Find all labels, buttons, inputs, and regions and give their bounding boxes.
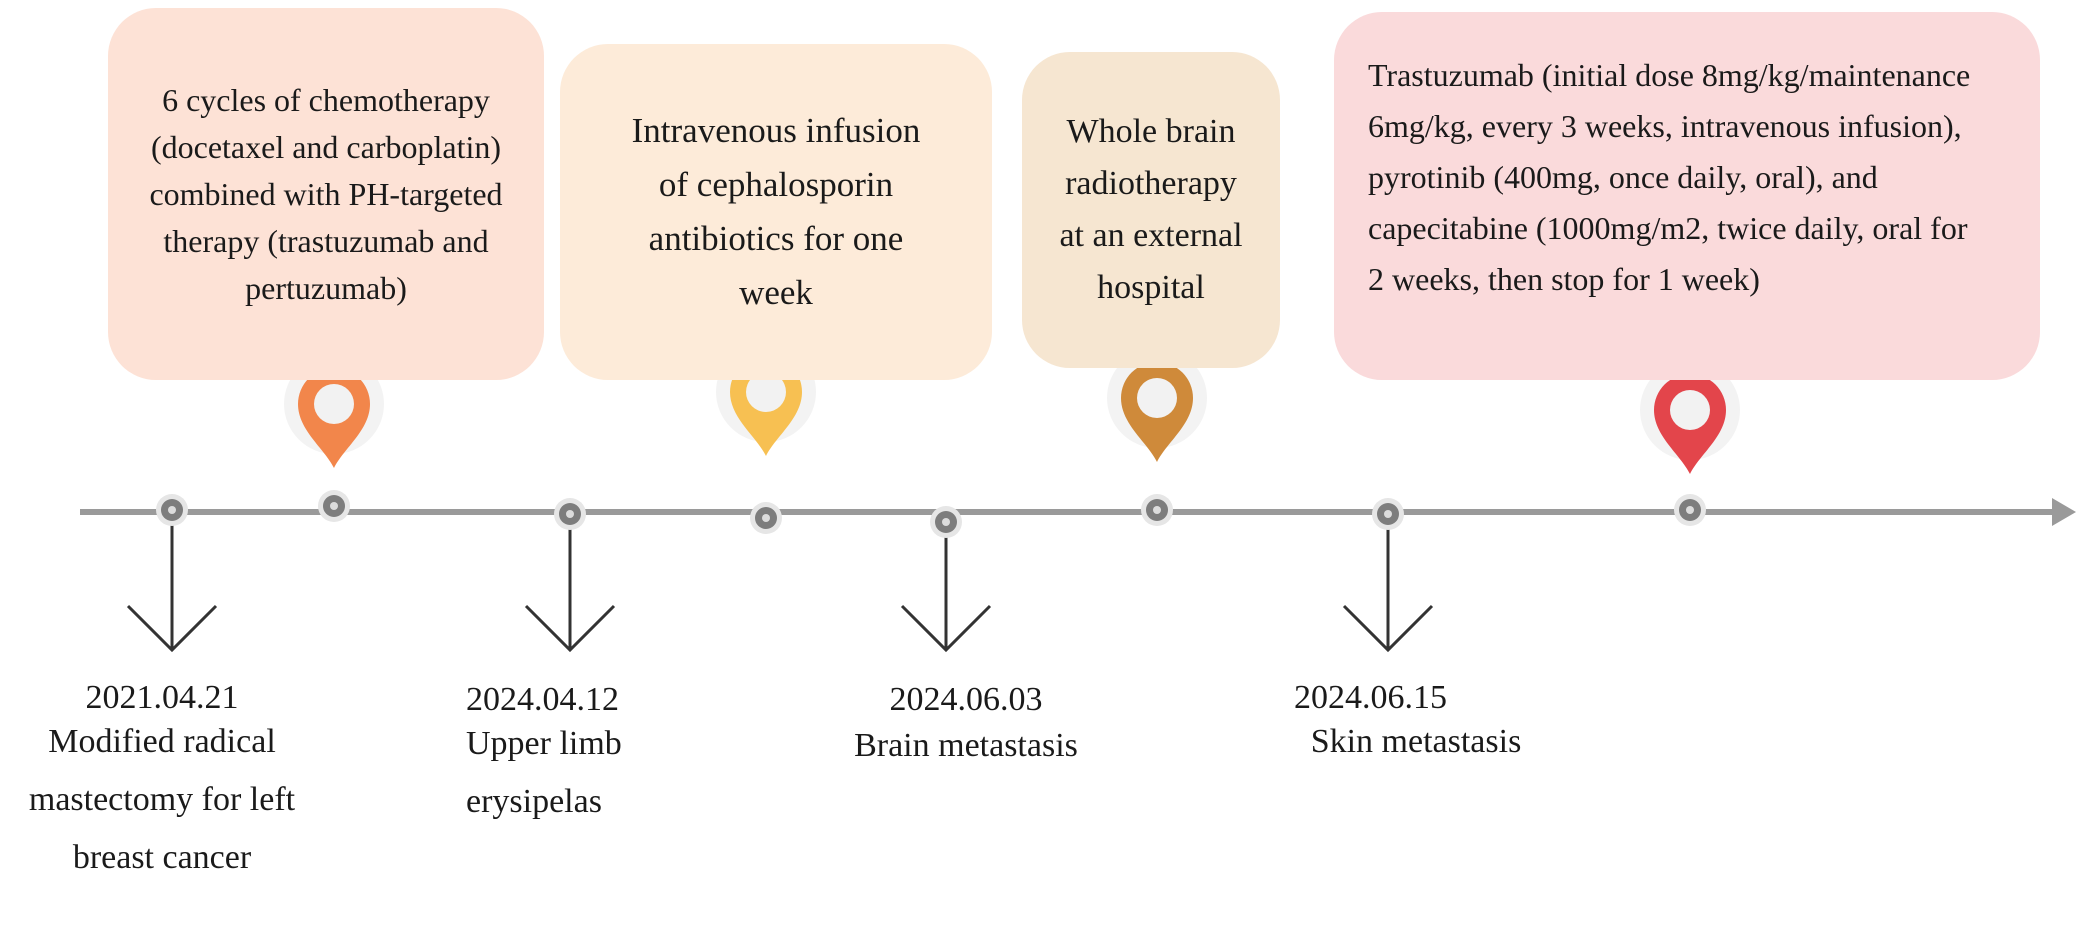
event-arrow-2: [524, 514, 616, 653]
treatment-line: pertuzumab): [245, 269, 407, 306]
treatment-line: of cephalosporin: [658, 165, 894, 204]
treatment-line: 2 weeks, then stop for 1 week): [1368, 261, 1760, 297]
treatment-card-trastuzumab: Trastuzumab (initial dose 8mg/kg/mainten…: [1334, 12, 2040, 380]
event-line: Modified radical: [48, 723, 276, 760]
event-date: 2024.06.03: [889, 681, 1043, 718]
event-line: Upper limb: [466, 725, 622, 762]
timeline-dot: [1372, 498, 1404, 530]
event-line: erysipelas: [466, 783, 602, 820]
treatment-card-chemotherapy: 6 cycles of chemotherapy (docetaxel and …: [108, 8, 544, 380]
event-arrow-1: [126, 512, 218, 653]
treatment-line: pyrotinib (400mg, once daily, oral), and: [1368, 159, 1878, 195]
event-brain-metastasis: 2024.06.03 Brain metastasis: [826, 674, 1106, 772]
treatment-card-infusion: Intravenous infusion of cephalosporin an…: [560, 44, 992, 380]
treatment-line: combined with PH-targeted: [149, 175, 503, 212]
treatment-line: capecitabine (1000mg/m2, twice daily, or…: [1368, 210, 1968, 246]
event-line: mastectomy for left: [28, 781, 296, 818]
treatment-line: Whole brain: [1066, 113, 1236, 150]
treatment-line: 6mg/kg, every 3 weeks, intravenous infus…: [1368, 108, 1962, 144]
treatment-card-radiotherapy: Whole brain radiotherapy at an external …: [1022, 52, 1280, 368]
treatment-line: radiotherapy: [1065, 165, 1237, 202]
event-mastectomy: 2021.04.21 Modified radical mastectomy f…: [0, 672, 324, 884]
treatment-text: Trastuzumab (initial dose 8mg/kg/mainten…: [1368, 50, 1970, 305]
treatment-line: hospital: [1097, 269, 1205, 306]
timeline-dot: [156, 494, 188, 526]
timeline-dot: [750, 502, 782, 534]
treatment-text: Intravenous infusion of cephalosporin an…: [632, 104, 921, 320]
event-date: 2024.04.12: [466, 681, 619, 718]
treatment-line: (docetaxel and carboplatin): [150, 128, 502, 165]
treatment-line: Intravenous infusion: [631, 111, 921, 150]
treatment-text: Whole brain radiotherapy at an external …: [1059, 106, 1242, 314]
treatment-line: at an external: [1059, 217, 1243, 254]
event-line: Skin metastasis: [1310, 723, 1522, 760]
event-line: Brain metastasis: [854, 727, 1078, 764]
timeline-arrowhead: [2052, 498, 2076, 526]
timeline-dot: [930, 506, 962, 538]
timeline-dot: [318, 490, 350, 522]
location-pin-icon: [1640, 360, 1740, 474]
timeline-dot: [1674, 494, 1706, 526]
location-pin-icon: [1107, 348, 1207, 462]
treatment-line: antibiotics for one: [648, 219, 904, 258]
treatment-line: week: [739, 273, 813, 312]
event-erysipelas: 2024.04.12 Upper limb erysipelas: [466, 674, 706, 828]
treatment-line: 6 cycles of chemotherapy: [162, 81, 490, 118]
event-line: breast cancer: [72, 839, 252, 876]
event-arrow-3: [900, 522, 992, 653]
event-date: 2021.04.21: [85, 679, 239, 716]
treatment-line: therapy (trastuzumab and: [163, 222, 489, 259]
timeline-dot: [554, 498, 586, 530]
treatment-line: Trastuzumab (initial dose 8mg/kg/mainten…: [1368, 57, 1971, 93]
event-date: 2024.06.15: [1294, 679, 1447, 716]
event-skin-metastasis: 2024.06.15 Skin metastasis: [1276, 672, 1556, 768]
timeline-dot: [1141, 494, 1173, 526]
treatment-text: 6 cycles of chemotherapy (docetaxel and …: [149, 77, 502, 312]
event-arrow-4: [1342, 514, 1434, 653]
